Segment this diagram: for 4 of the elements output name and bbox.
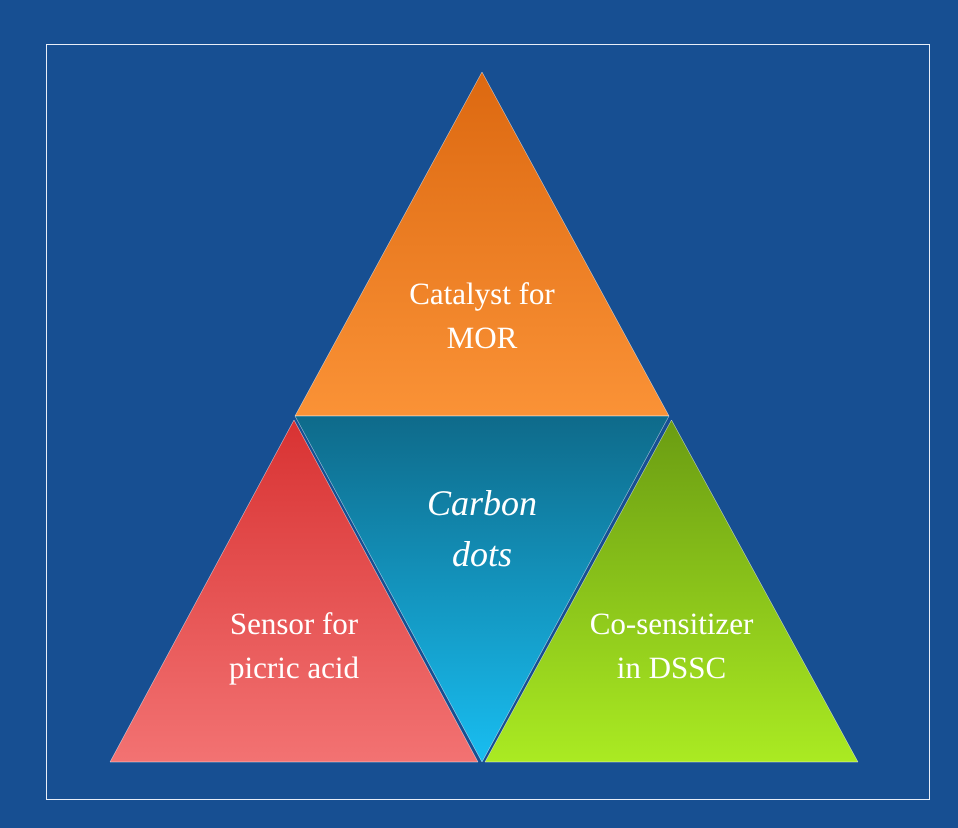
node-label: Carbon dots	[426, 482, 538, 576]
node-label: Co-sensitizer in DSSC	[588, 605, 754, 688]
node-label: Sensor for picric acid	[228, 605, 360, 688]
node-label: Catalyst for MOR	[408, 275, 556, 358]
